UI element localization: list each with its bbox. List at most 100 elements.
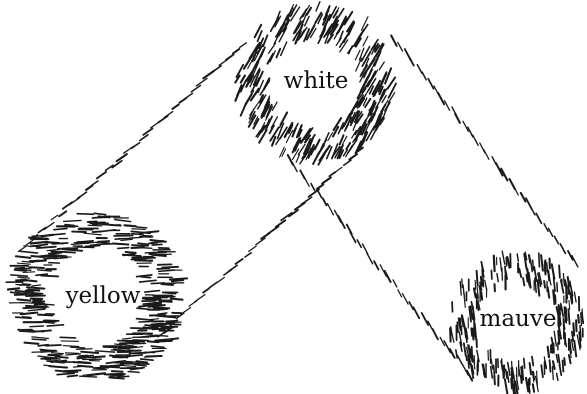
edge-hatch-stroke (140, 135, 148, 141)
edge-hatch-stroke (445, 101, 450, 111)
edge-hatch-stroke (97, 172, 106, 179)
edge-hatch-stroke (92, 181, 98, 185)
node-hatch-stroke (31, 244, 48, 246)
node-hatch-stroke (277, 49, 281, 58)
node-hatch-stroke (96, 351, 115, 352)
node-hatch-stroke (566, 286, 567, 298)
node-hatch-stroke (118, 376, 129, 377)
node-hatch-stroke (494, 256, 495, 271)
node-hatch-stroke (379, 62, 384, 70)
edge-hatch-stroke (367, 253, 373, 263)
node-hatch-stroke (532, 357, 533, 366)
node-hatch-stroke (24, 343, 38, 344)
node-hatch-stroke (558, 355, 560, 366)
node-hatch-stroke (132, 245, 148, 246)
node-hatch-stroke (569, 355, 571, 363)
node-hatch-stroke (15, 268, 24, 269)
edge-hatch-stroke (196, 78, 207, 85)
edge-hatch-stroke (484, 150, 489, 160)
node-hatch-stroke (541, 365, 543, 377)
node-hatch-stroke (151, 346, 164, 347)
node-hatch-stroke (561, 305, 563, 316)
node-hatch-stroke (32, 236, 50, 237)
node-hatch-stroke (34, 307, 47, 308)
edge-hatch-stroke (473, 135, 478, 145)
node-hatch-stroke (54, 229, 67, 230)
node-hatch-stroke (16, 280, 26, 281)
node-hatch-stroke (263, 35, 267, 46)
node-hatch-stroke (462, 279, 463, 287)
node-hatch-stroke (550, 360, 551, 372)
edge-hatch-stroke (329, 172, 335, 176)
node-hatch-stroke (463, 285, 464, 296)
node-hatch-stroke (281, 42, 287, 55)
node-hatch-stroke (101, 242, 110, 243)
node-hatch-stroke (523, 278, 524, 286)
node-hatch-stroke (38, 315, 53, 316)
edge-hatch-stroke (86, 186, 92, 190)
edge-hatch-stroke (240, 43, 247, 48)
node-hatch-stroke (533, 384, 534, 392)
node-hatch-stroke (497, 274, 498, 282)
edge-hatch-stroke (385, 271, 391, 282)
node-hatch-stroke (27, 287, 44, 288)
node-hatch-stroke (115, 347, 129, 348)
node-hatch-stroke (94, 213, 106, 214)
node-hatch-stroke (477, 271, 478, 285)
node-hatch-stroke (18, 277, 29, 278)
node-hatch-stroke (144, 356, 162, 357)
node-hatch-stroke (126, 252, 136, 253)
node-hatch-stroke (457, 322, 458, 332)
edge-hatch-stroke (172, 105, 178, 109)
node-hatch-stroke (140, 280, 157, 282)
node-hatch-stroke (137, 361, 147, 362)
edge-hatch-stroke (398, 290, 402, 297)
node-hatch-stroke (16, 256, 31, 258)
node-hatch-stroke (235, 86, 241, 101)
node-hatch-stroke (505, 266, 506, 275)
node-hatch-stroke (97, 368, 105, 369)
node-hatch-stroke (452, 334, 454, 342)
node-hatch-stroke (79, 362, 90, 363)
edge-hatch-stroke (350, 232, 355, 242)
node-hatch-stroke (80, 376, 97, 377)
node-hatch-stroke (172, 280, 183, 281)
node-hatch-stroke (500, 258, 502, 271)
node-hatch-stroke (244, 59, 250, 69)
edge-hatch-stroke (249, 246, 257, 251)
node-hatch-stroke (557, 283, 558, 292)
edge-hatch-stroke (544, 224, 548, 231)
edge-hatch-stroke (158, 116, 168, 123)
node-hatch-stroke (131, 328, 150, 329)
edge-hatch-stroke (393, 280, 397, 287)
node-hatch-stroke (72, 232, 86, 233)
node-hatch-stroke (159, 338, 178, 340)
edge-hatch-stroke (191, 85, 200, 92)
node-hatch-stroke (356, 58, 362, 71)
node-hatch-stroke (544, 281, 545, 288)
node-hatch-stroke (469, 345, 470, 355)
node-hatch-stroke (66, 353, 79, 354)
node-hatch-stroke (32, 339, 46, 340)
node-hatch-stroke (339, 9, 344, 17)
node-hatch-stroke (77, 214, 93, 215)
edge-hatch-stroke (63, 202, 72, 209)
edge-hatch-stroke (276, 220, 286, 227)
edge-hatch-stroke (322, 178, 331, 184)
node-circles (6, 2, 583, 394)
node-hatch-stroke (11, 275, 28, 276)
node-hatch-stroke (163, 292, 176, 293)
node-hatch-stroke (348, 46, 353, 53)
edge-hatch-stroke (409, 302, 413, 309)
edge-hatch-stroke (422, 313, 428, 325)
node-hatch-stroke (158, 313, 167, 314)
node-hatch-stroke (559, 305, 560, 314)
node-hatch-stroke (122, 338, 131, 339)
node-hatch-stroke (161, 284, 173, 285)
node-hatch-stroke (171, 299, 183, 300)
edge-hatch-stroke (463, 121, 468, 131)
node-hatch-stroke (264, 79, 269, 90)
node-hatch-stroke (524, 358, 525, 368)
edge-hatch-stroke (344, 160, 351, 165)
node-hatch-stroke (162, 324, 180, 325)
